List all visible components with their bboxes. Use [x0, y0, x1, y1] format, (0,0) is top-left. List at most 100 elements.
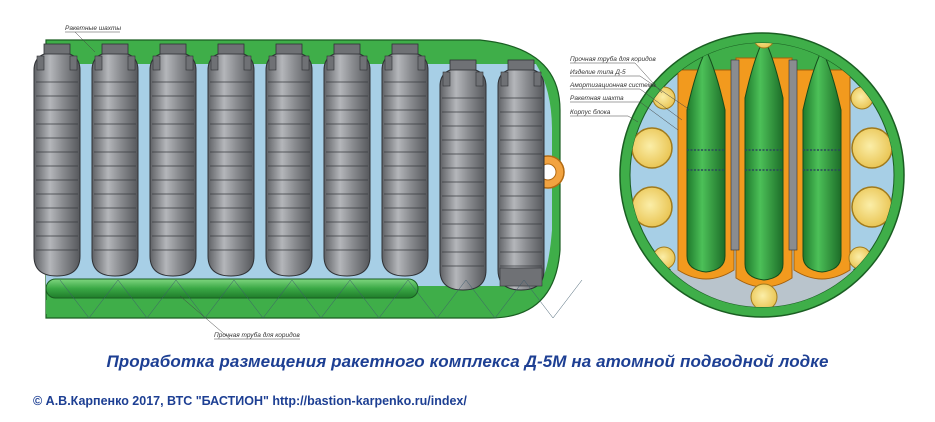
durable-pipe — [45, 278, 419, 299]
tank-right-upper — [851, 127, 893, 169]
side-view-missiles — [33, 43, 583, 319]
missile-cap — [101, 43, 129, 55]
brace-line — [262, 279, 293, 319]
missile-body — [33, 51, 81, 277]
brace-line — [320, 279, 351, 319]
missile-shaft — [323, 43, 371, 277]
label-xs-missile-type: Изделие типа Д-5 — [570, 68, 626, 76]
leader-2b — [639, 75, 691, 111]
column — [788, 59, 798, 251]
pipe-bottom-center — [750, 283, 778, 307]
brace-line — [291, 279, 322, 319]
missile-bracket — [359, 55, 368, 71]
equipment-column — [788, 59, 798, 251]
missile-body — [439, 67, 487, 291]
missile-cap — [507, 59, 535, 71]
missile-cap — [217, 43, 245, 55]
cross-section-labels: Прочная труба для коридов Изделие типа Д… — [569, 55, 691, 131]
brace-line — [146, 279, 177, 319]
label-xs-missile-shaft: Ракетная шахта — [570, 95, 624, 102]
label-missile-shafts-leader — [74, 31, 96, 53]
missile-bracket — [301, 55, 310, 71]
leader-5b — [627, 115, 639, 123]
missile-cap — [275, 43, 303, 55]
missile — [686, 48, 726, 273]
missile-body — [323, 51, 371, 277]
side-view: Ракетные шахты Прочная труба для коридов — [33, 25, 583, 340]
brace-line — [349, 279, 380, 319]
missile-body — [497, 67, 545, 291]
missile-bracket — [210, 55, 219, 71]
missile-body — [265, 51, 313, 277]
brace-line — [465, 279, 496, 319]
missile-body — [91, 51, 139, 277]
label-missile-shafts: Ракетные шахты — [65, 25, 121, 32]
brace-line — [117, 279, 148, 319]
brace-line — [523, 279, 554, 319]
leader-4b — [639, 101, 679, 131]
cross-section: Прочная труба для коридов Изделие типа Д… — [569, 32, 905, 318]
missile-bracket — [94, 55, 103, 71]
missile-bracket — [384, 55, 393, 71]
diagram-canvas: Ракетные шахты Прочная труба для коридов — [33, 25, 905, 340]
missile-shaft — [265, 43, 313, 277]
missile-shaft — [207, 43, 255, 277]
brace-line — [436, 279, 467, 319]
equipment-column — [730, 59, 740, 251]
missile-base-fitting — [499, 267, 543, 287]
figure-caption: Проработка размещения ракетного комплекс… — [106, 352, 829, 371]
label-durable-pipe-side: Прочная труба для коридов — [214, 331, 300, 339]
missile-bracket — [127, 55, 136, 71]
missile-bracket — [268, 55, 277, 71]
missile-bracket — [533, 71, 542, 87]
missile — [802, 48, 842, 273]
label-xs-shock-absorber: Амортизационная система — [569, 82, 656, 89]
brace-line — [204, 279, 235, 319]
missile-bracket — [475, 71, 484, 87]
missile-bracket — [500, 71, 509, 87]
missile-body — [207, 51, 255, 277]
missile-shaft — [91, 43, 139, 277]
xs-missile-unit — [735, 43, 793, 288]
missile-cap — [159, 43, 187, 55]
missile-body — [381, 51, 429, 277]
missile-shaft — [33, 43, 81, 277]
missile-cap — [391, 43, 419, 55]
tank-left-upper — [631, 127, 673, 169]
brace-line — [175, 279, 206, 319]
missile-body — [149, 51, 197, 277]
missile-bracket — [442, 71, 451, 87]
column — [730, 59, 740, 251]
brace-line — [88, 279, 119, 319]
brace-line — [494, 279, 525, 319]
xs-missile-unit — [793, 48, 851, 280]
missile-shaft — [381, 43, 429, 277]
brace-line — [552, 279, 583, 319]
label-xs-column-hull: Корпус блока — [570, 108, 611, 116]
structure-lines — [59, 279, 583, 319]
missile-cap — [43, 43, 71, 55]
missile-bracket — [243, 55, 252, 71]
missile-shaft — [497, 59, 545, 291]
brace-line — [59, 279, 90, 319]
missile-cap — [333, 43, 361, 55]
brace-line — [407, 279, 438, 319]
cross-section-missiles — [677, 43, 851, 288]
missile-bracket — [152, 55, 161, 71]
copyright-credit: © А.В.Карпенко 2017, ВТС "БАСТИОН" http:… — [33, 394, 467, 408]
label-durable-pipe-leader — [179, 295, 231, 340]
label-xs-durable-pipe: Прочная труба для коридов — [570, 55, 656, 63]
missile-cap — [449, 59, 477, 71]
missile-bracket — [417, 55, 426, 71]
missile-bracket — [69, 55, 78, 71]
hull-bottom — [46, 300, 496, 314]
brace-line — [378, 279, 409, 319]
missile-shaft — [149, 43, 197, 277]
xs-missile-unit — [677, 48, 735, 280]
pipe-top-center — [753, 43, 775, 49]
missile-shaft — [439, 59, 487, 291]
missile-bracket — [185, 55, 194, 71]
brace-line — [233, 279, 264, 319]
leader-3b — [639, 88, 683, 121]
